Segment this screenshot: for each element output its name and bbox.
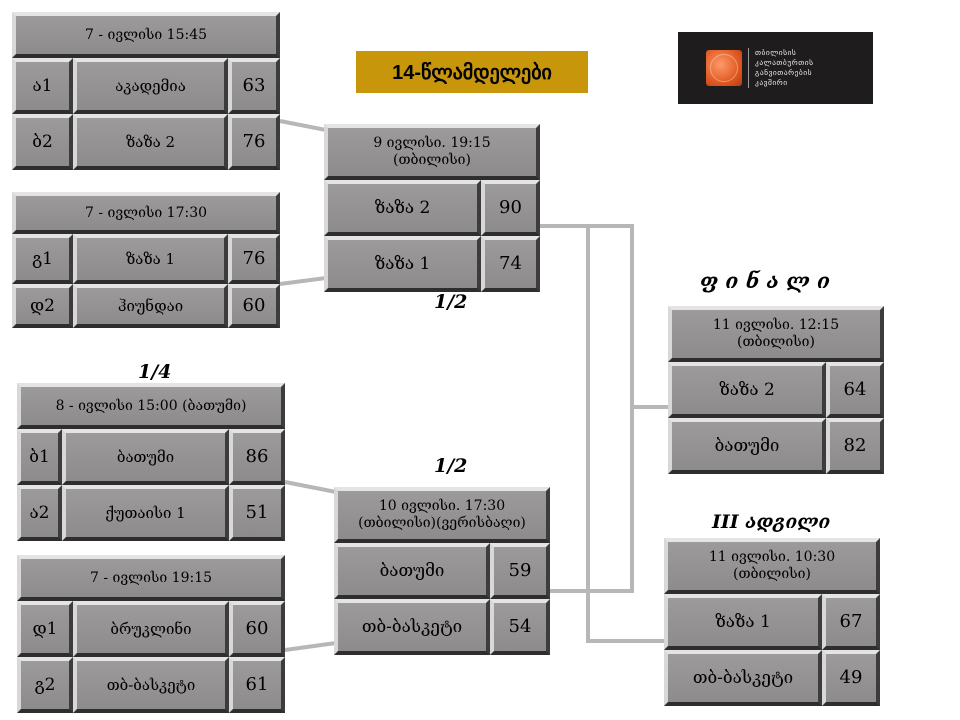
team-score: 60 <box>228 284 280 328</box>
stage-label-semifinal-bottom: 1/2 <box>434 455 468 477</box>
page-title: 14-წლამდელები <box>356 51 588 93</box>
seed-label: გ1 <box>12 234 73 284</box>
game-header: 11 ივლისი. 10:30 (თბილისი) <box>664 538 880 594</box>
team-name: ზაზა 2 <box>324 180 481 236</box>
stage-label-semifinal-top: 1/2 <box>434 291 468 313</box>
stage-label-third-place: III ადგილი <box>712 511 831 533</box>
seed-label: ა2 <box>17 485 62 541</box>
team-name: თბ-ბასკეტი <box>334 599 490 655</box>
team-score: 54 <box>490 599 550 655</box>
logo-text: თბილისის კალათბურთის განვითარების კავშირ… <box>755 48 814 87</box>
team-name: თბ-ბასკეტი <box>664 650 822 706</box>
game-header: 8 - ივლისი 15:00 (ბათუმი) <box>17 383 285 429</box>
connector-sf2-final <box>550 407 634 593</box>
team-score: 86 <box>229 429 285 485</box>
team-score: 64 <box>826 362 884 418</box>
basketball-icon <box>706 50 742 86</box>
team-name: ბრუკლინი <box>73 601 229 657</box>
team-score: 74 <box>481 236 540 292</box>
team-score: 49 <box>822 650 880 706</box>
connector-sf1-third <box>540 224 664 643</box>
team-name: ბათუმი <box>334 543 490 599</box>
team-name: ზაზა 1 <box>324 236 481 292</box>
connector-qf4-sf2 <box>284 641 337 652</box>
team-name: ქუთაისი 1 <box>62 485 229 541</box>
seed-label: დ1 <box>17 601 73 657</box>
game-header: 7 - ივლისი 17:30 <box>12 192 280 234</box>
team-name: ჰიუნდაი <box>73 284 228 328</box>
game-header: 9 ივლისი. 19:15 (თბილისი) <box>324 124 540 180</box>
connector-sf1-final <box>540 224 668 409</box>
seed-label: დ2 <box>12 284 73 328</box>
team-name: თბ-ბასკეტი <box>73 657 229 713</box>
team-score: 59 <box>490 543 550 599</box>
team-score: 90 <box>481 180 540 236</box>
federation-logo: თბილისის კალათბურთის განვითარების კავშირ… <box>678 32 873 104</box>
team-score: 61 <box>229 657 285 713</box>
seed-label: ბ1 <box>17 429 62 485</box>
connector-qf2-sf1 <box>279 276 327 286</box>
team-score: 51 <box>229 485 285 541</box>
seed-label: ა1 <box>12 58 73 114</box>
team-name: ზაზა 1 <box>73 234 228 284</box>
team-name: ზაზა 1 <box>664 594 822 650</box>
team-name: აკადემია <box>73 58 228 114</box>
stage-label-final: ფ ი ნ ა ლ ი <box>700 268 830 293</box>
team-score: 82 <box>826 418 884 474</box>
game-header: 11 ივლისი. 12:15 (თბილისი) <box>668 306 884 362</box>
game-header: 7 - ივლისი 19:15 <box>17 555 285 601</box>
seed-label: გ2 <box>17 657 73 713</box>
game-header: 10 ივლისი. 17:30 (თბილისი)(ვერისბაღი) <box>334 487 550 543</box>
team-score: 63 <box>228 58 280 114</box>
team-score: 60 <box>229 601 285 657</box>
logo-divider <box>748 48 749 88</box>
team-name: ბათუმი <box>62 429 229 485</box>
seed-label: ბ2 <box>12 114 73 170</box>
team-name: ბათუმი <box>668 418 826 474</box>
connector-qf1-sf1 <box>279 119 327 132</box>
team-name: ზაზა 2 <box>73 114 228 170</box>
team-name: ზაზა 2 <box>668 362 826 418</box>
team-score: 76 <box>228 234 280 284</box>
game-header: 7 - ივლისი 15:45 <box>12 12 280 58</box>
connector-qf3-sf2 <box>284 480 337 494</box>
stage-label-quarterfinal: 1/4 <box>138 361 172 383</box>
team-score: 67 <box>822 594 880 650</box>
team-score: 76 <box>228 114 280 170</box>
